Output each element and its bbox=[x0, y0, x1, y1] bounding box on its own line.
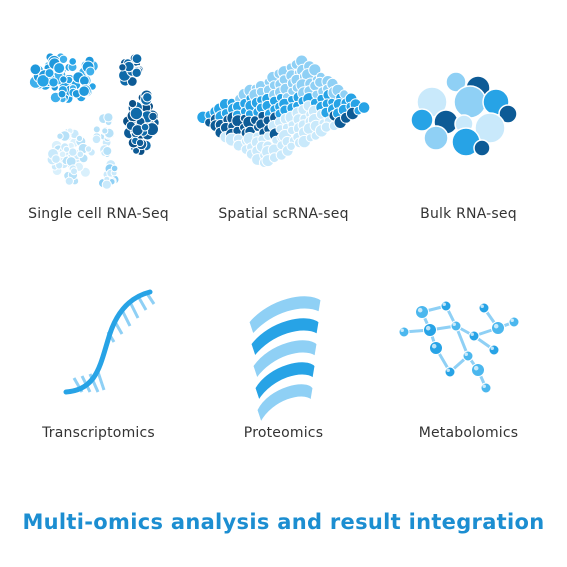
panel-bulk: Bulk RNA-seq bbox=[374, 30, 563, 230]
label-transcriptomics: Transcriptomics bbox=[42, 425, 155, 441]
single-cell-clusters-icon bbox=[28, 52, 160, 190]
panel-metabolomics: Metabolomics bbox=[374, 280, 563, 450]
label-spatial: Spatial scRNA-seq bbox=[218, 206, 349, 222]
panel-single-cell: Single cell RNA-Seq bbox=[4, 30, 193, 230]
label-single-cell: Single cell RNA-Seq bbox=[28, 206, 169, 222]
label-bulk: Bulk RNA-seq bbox=[420, 206, 517, 222]
bulk-cell-cluster-icon bbox=[410, 71, 518, 157]
spatial-tissue-layers-icon bbox=[196, 54, 371, 169]
label-proteomics: Proteomics bbox=[243, 425, 324, 441]
panel-proteomics: Proteomics bbox=[189, 280, 378, 450]
label-metabolomics: Metabolomics bbox=[418, 425, 519, 441]
protein-helix-icon bbox=[248, 295, 322, 424]
panel-transcriptomics: Transcriptomics bbox=[4, 280, 193, 450]
rna-strand-icon bbox=[63, 289, 156, 395]
molecule-network-icon bbox=[398, 300, 520, 394]
panel-spatial: Spatial scRNA-seq bbox=[189, 30, 378, 230]
caption-title: Multi-omics analysis and result integrat… bbox=[22, 510, 545, 534]
